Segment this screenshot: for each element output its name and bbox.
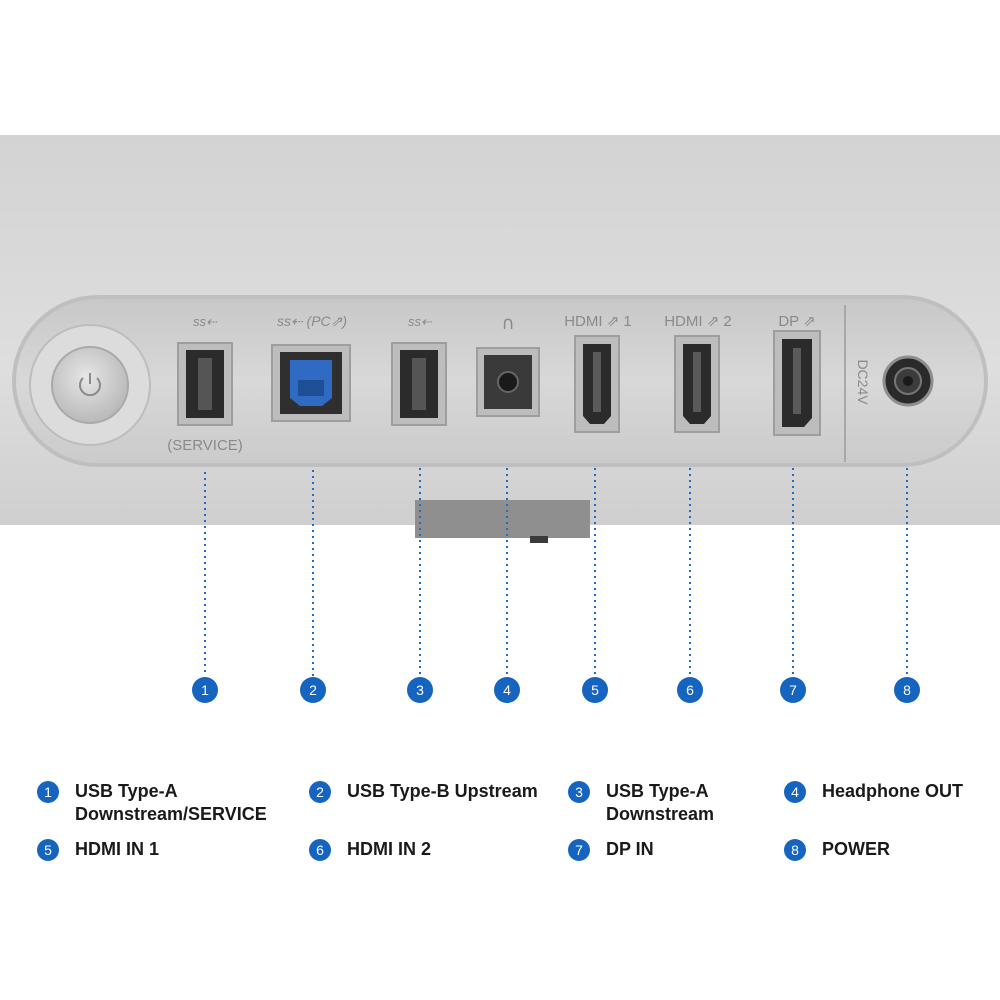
svg-text:2: 2 [309,682,317,698]
callout-badge-4: 4 [494,677,520,703]
power-button-icon[interactable] [51,346,129,424]
legend-label: HDMI IN 1 [75,839,160,859]
legend-label: POWER [822,839,891,859]
callout-badge-1: 1 [192,677,218,703]
usb-a-downstream-port [391,342,447,426]
hdmi2-label: HDMI ⇗ 2 [664,313,732,330]
legend-item-1: 1 USB Type-A Downstream/SERVICE [37,780,267,826]
legend-label: USB Type-B Upstream [347,781,538,801]
legend-item-3: 3 USB Type-A Downstream [568,780,714,826]
legend-item-8: 8 POWER [784,838,890,861]
legend-number: 8 [784,839,806,861]
usb-b-pc-label: ss⇠ (PC⇗) [277,313,347,329]
callout-lines [204,468,908,676]
legend-item-2: 2 USB Type-B Upstream [309,780,538,803]
legend-label: Headphone OUT [822,781,964,801]
legend-item-4: 4 Headphone OUT [784,780,963,803]
legend-label: HDMI IN 2 [347,839,432,859]
callout-badge-5: 5 [582,677,608,703]
dc-power-jack [882,355,934,407]
usb-a-service-port [177,342,233,426]
svg-text:5: 5 [591,682,599,698]
legend-number: 2 [309,781,331,803]
superspeed-usb-icon: ss⇠ [193,314,218,329]
svg-text:8: 8 [903,682,911,698]
headphone-jack [476,347,540,417]
legend-item-5: 5 HDMI IN 1 [37,838,159,861]
dc24v-label: DC24V [855,359,871,405]
legend-item-6: 6 HDMI IN 2 [309,838,431,861]
dp-label: DP ⇗ [778,313,815,330]
hdmi1-label: HDMI ⇗ 1 [564,313,632,330]
stand-bracket-tab [530,536,548,543]
hdmi-1-port [574,335,620,433]
svg-text:1: 1 [201,682,209,698]
headphone-icon: ∩ [501,313,514,334]
callout-badge-8: 8 [894,677,920,703]
callout-badge-3: 3 [407,677,433,703]
legend-number: 7 [568,839,590,861]
usb-service-label: (SERVICE) [167,437,243,454]
svg-text:6: 6 [686,682,694,698]
legend-number: 5 [37,839,59,861]
callout-badge-7: 7 [780,677,806,703]
displayport [773,330,821,436]
legend-label: USB Type-A Downstream/SERVICE [75,781,267,824]
hdmi-2-port [674,335,720,433]
legend-label: DP IN [606,839,654,859]
svg-text:7: 7 [789,682,797,698]
callout-badge-6: 6 [677,677,703,703]
superspeed-usb-icon: ss⇠ [408,314,433,329]
svg-text:4: 4 [503,682,511,698]
legend-label: USB Type-A Downstream [606,781,715,824]
legend-number: 6 [309,839,331,861]
svg-text:3: 3 [416,682,424,698]
legend-item-7: 7 DP IN [568,838,654,861]
stand-bracket [415,500,590,538]
usb-b-upstream-port [271,344,351,422]
callout-badge-2: 2 [300,677,326,703]
legend-number: 4 [784,781,806,803]
legend-number: 3 [568,781,590,803]
legend-number: 1 [37,781,59,803]
